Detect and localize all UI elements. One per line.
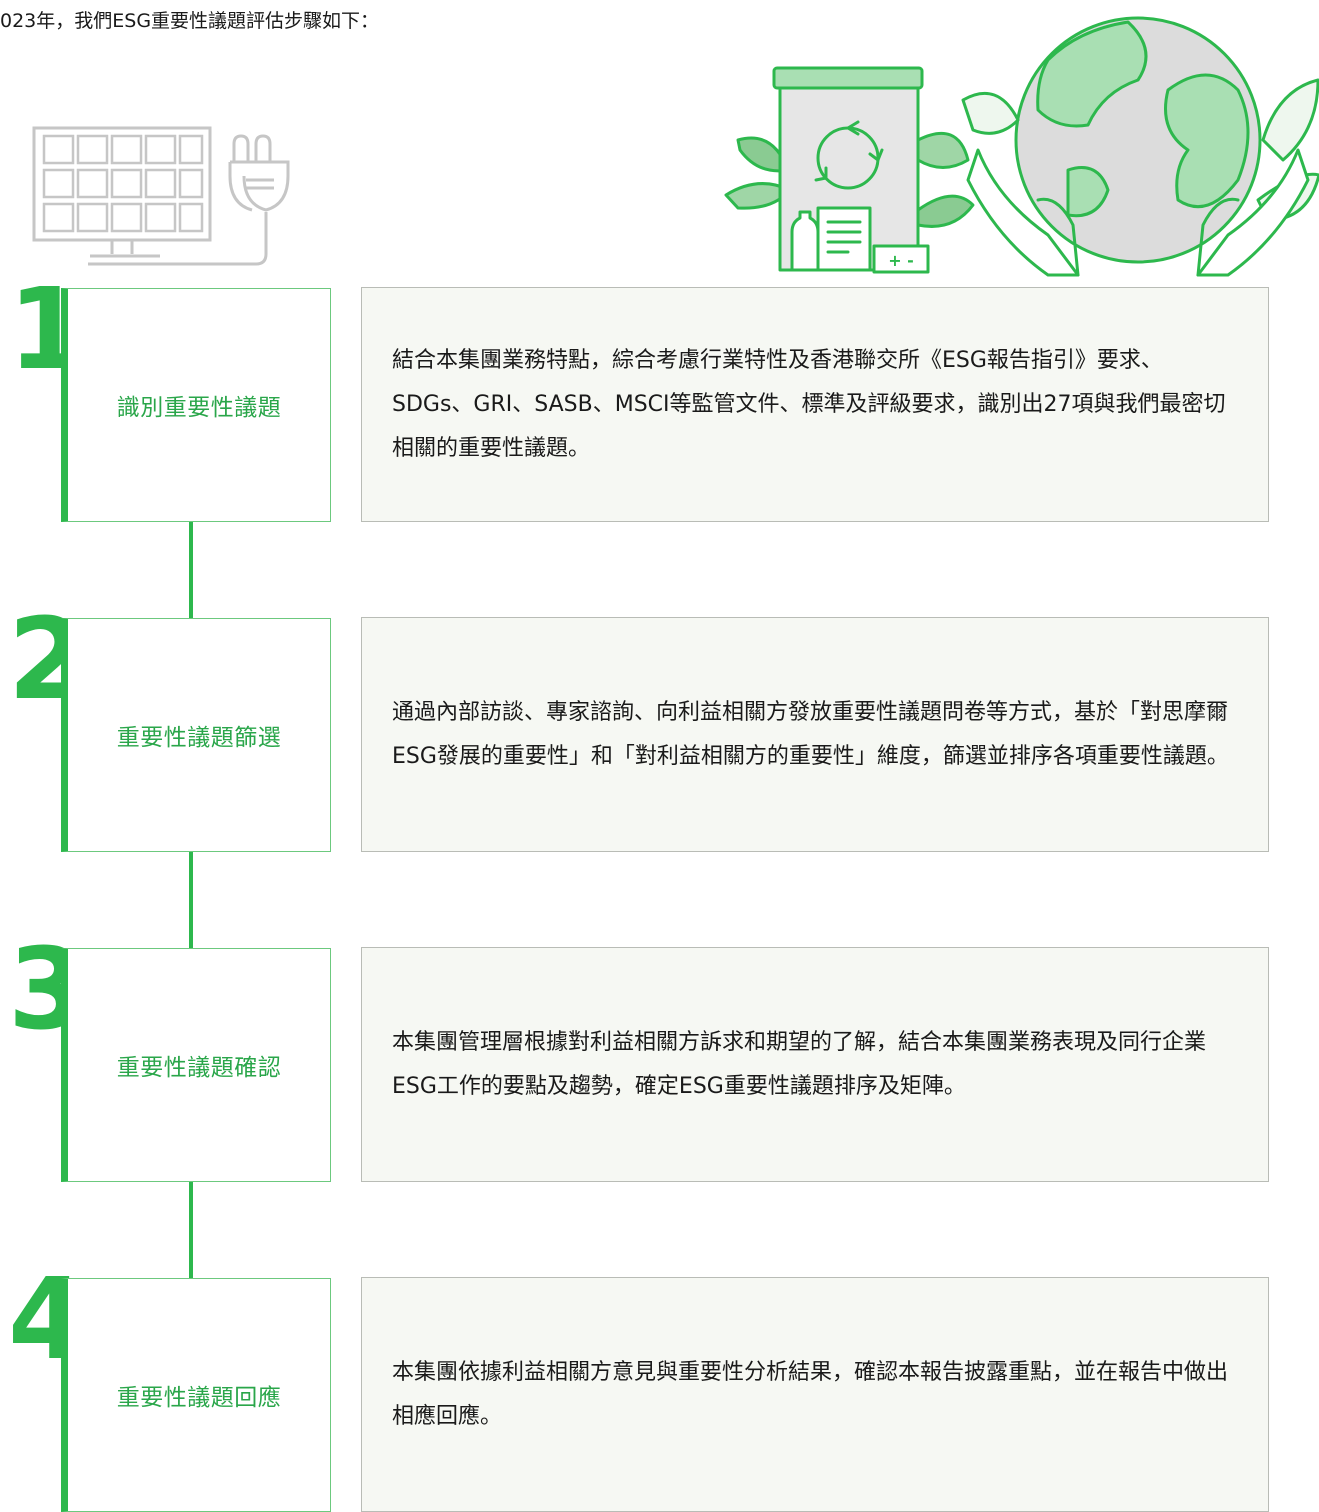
step-description-box: 通過內部訪談、專家諮詢、向利益相關方發放重要性議題問卷等方式，基於「對思摩爾ES… bbox=[361, 617, 1269, 852]
battery-sign: + - bbox=[888, 251, 914, 270]
step-title: 重要性議題確認 bbox=[116, 1055, 282, 1081]
step-title-box: 識別重要性議題 bbox=[61, 288, 331, 522]
step-description-box: 結合本集團業務特點，綜合考慮行業特性及香港聯交所《ESG報告指引》要求、SDGs… bbox=[361, 287, 1269, 522]
step-title: 重要性議題回應 bbox=[116, 1385, 282, 1411]
step-connector bbox=[189, 522, 193, 618]
step-connector bbox=[189, 1182, 193, 1278]
step-description-box: 本集團依據利益相關方意見與重要性分析結果，確認本報告披露重點，並在報告中做出相應… bbox=[361, 1277, 1269, 1512]
intro-text: 023年，我們ESG重要性議題評估步驟如下： bbox=[0, 10, 380, 32]
solar-panel-plug-icon bbox=[32, 126, 290, 266]
step-title: 識別重要性議題 bbox=[116, 395, 282, 421]
step-title: 重要性議題篩選 bbox=[116, 725, 282, 751]
step-title-box: 重要性議題回應 bbox=[61, 1278, 331, 1512]
step-description-box: 本集團管理層根據對利益相關方訴求和期望的了解，結合本集團業務表現及同行企業ESG… bbox=[361, 947, 1269, 1182]
step-title-box: 重要性議題篩選 bbox=[61, 618, 331, 852]
step-description: 結合本集團業務特點，綜合考慮行業特性及香港聯交所《ESG報告指引》要求、SDGs… bbox=[392, 347, 1226, 461]
step-connector bbox=[189, 852, 193, 948]
step-description: 通過內部訪談、專家諮詢、向利益相關方發放重要性議題問卷等方式，基於「對思摩爾ES… bbox=[392, 699, 1229, 769]
step-description: 本集團管理層根據對利益相關方訴求和期望的了解，結合本集團業務表現及同行企業ESG… bbox=[392, 1029, 1207, 1099]
step-title-box: 重要性議題確認 bbox=[61, 948, 331, 1182]
step-description: 本集團依據利益相關方意見與重要性分析結果，確認本報告披露重點，並在報告中做出相應… bbox=[392, 1359, 1229, 1429]
recycle-bin-globe-hands-icon: + - bbox=[724, 16, 1319, 277]
